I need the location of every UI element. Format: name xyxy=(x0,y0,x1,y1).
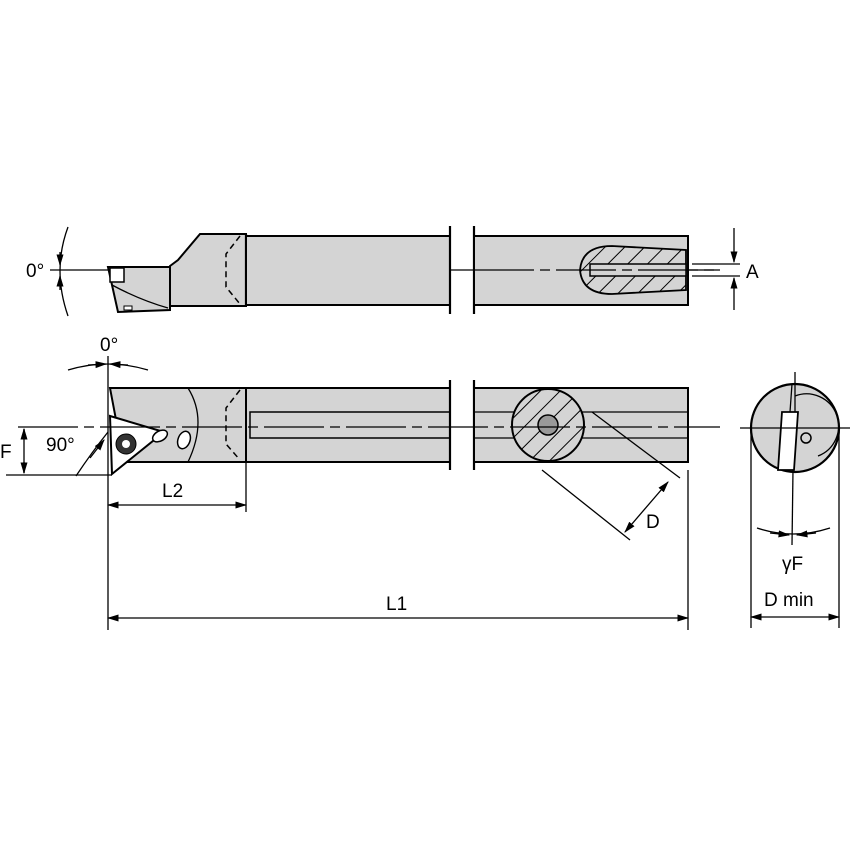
side-neck xyxy=(169,233,247,307)
side-angle-arc xyxy=(59,226,69,317)
top-head-arc xyxy=(187,387,199,463)
lead-angle-label: 90° xyxy=(46,435,75,456)
side-shank-left xyxy=(245,235,451,306)
side-neck-chamfer xyxy=(225,235,241,305)
offset-f-label: F xyxy=(0,442,12,463)
rake-angle-label: γF xyxy=(782,554,803,575)
end-view: γF D min xyxy=(740,372,850,628)
side-angle-label: 0° xyxy=(26,261,44,282)
end-rake-line xyxy=(791,469,794,546)
l1-label: L1 xyxy=(386,594,407,615)
top-screw-hole xyxy=(176,430,192,450)
side-screw-hole xyxy=(123,305,133,311)
top-view: 0° 90° F xyxy=(0,335,720,630)
lead-angle-arc xyxy=(75,431,109,477)
side-insert-curve xyxy=(111,284,169,309)
insert-triangle xyxy=(108,414,167,477)
l2-label: L2 xyxy=(162,481,183,502)
dmin-label: D min xyxy=(764,590,814,611)
d-dimension xyxy=(624,481,669,533)
d-label: D xyxy=(646,512,660,533)
top-angle-label: 0° xyxy=(100,335,118,356)
side-view: 0° A xyxy=(26,226,759,317)
top-shank-left xyxy=(245,387,451,463)
dim-a-label: A xyxy=(746,262,759,283)
end-insert-seat xyxy=(777,411,799,471)
top-coolant-hole xyxy=(537,414,559,436)
side-insert-chip xyxy=(109,267,125,283)
